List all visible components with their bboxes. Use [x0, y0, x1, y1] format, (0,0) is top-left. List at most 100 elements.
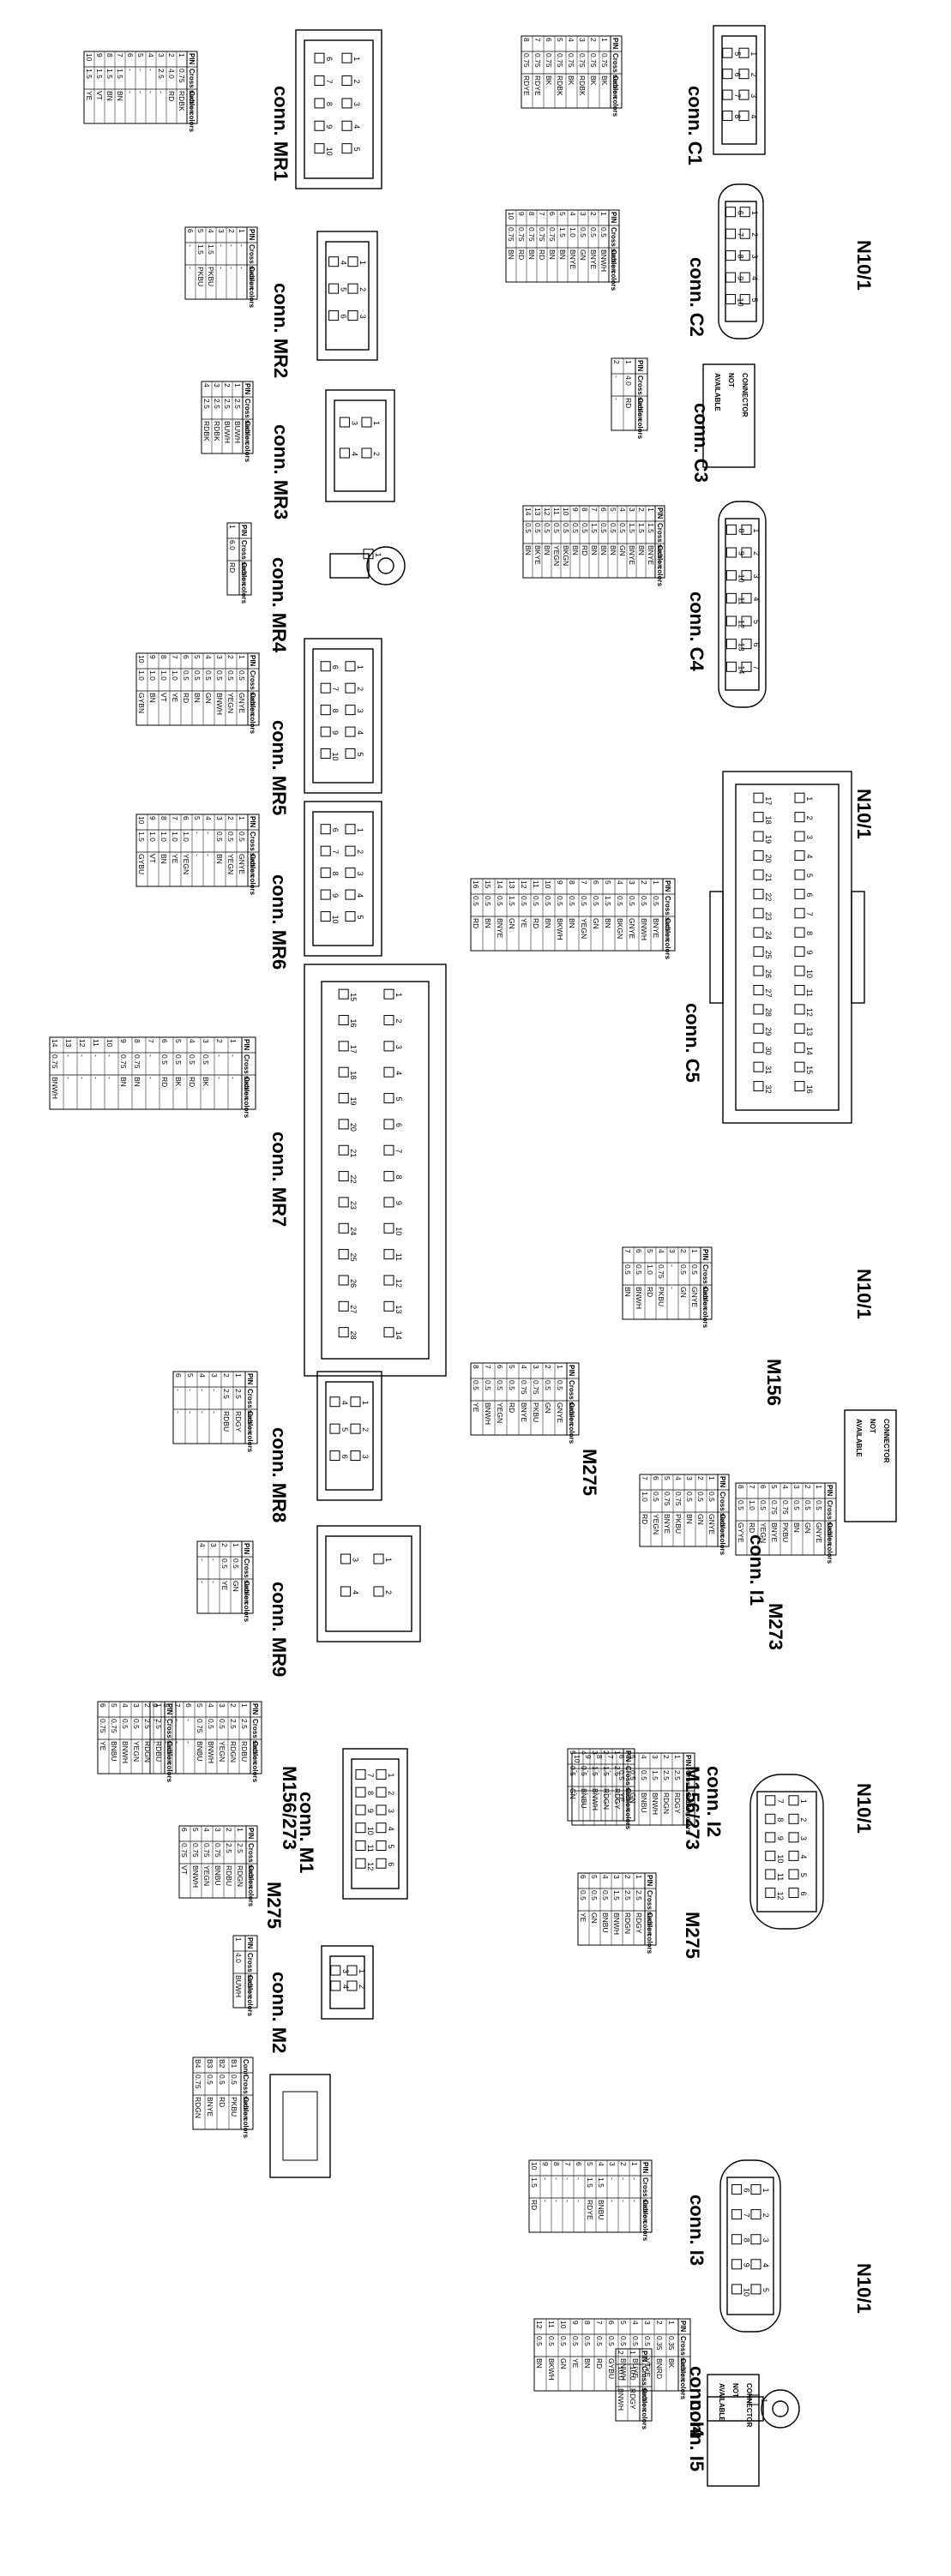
- pin-cavity: [320, 682, 331, 694]
- pin-number: 6: [387, 1862, 395, 1866]
- table-cell: GN: [629, 1792, 637, 1804]
- not-available-text: NOT: [869, 1419, 876, 1433]
- table-cell: 2.5: [202, 399, 211, 409]
- table-cell: 0.5: [230, 2075, 238, 2085]
- pin-cavity: [765, 1887, 776, 1898]
- column-header: Cross section: [641, 2366, 648, 2411]
- table-cell: BNBU: [640, 1792, 648, 1813]
- table-cell: -: [238, 267, 246, 269]
- table-cell: BN: [543, 545, 551, 555]
- pin-cavity: [376, 1822, 387, 1834]
- section-label-n10-1: N10/1: [853, 2263, 875, 2314]
- table-cell: 2.5: [154, 1719, 163, 1729]
- column-header: PIN: [246, 1373, 254, 1385]
- table-cell: 0.5: [215, 670, 224, 681]
- table-cell: 4: [657, 1249, 665, 1253]
- pin-cavity: [741, 547, 752, 558]
- table-cell: 0.5: [579, 227, 587, 237]
- pin-number: 18: [349, 1071, 358, 1079]
- pin-cavity: [794, 888, 805, 899]
- pin-cavity: [739, 294, 750, 305]
- table-cell: 1.5: [597, 2177, 605, 2188]
- pin-number: 3: [361, 1455, 370, 1459]
- pin-cavity: [341, 75, 352, 87]
- pin-cavity: [722, 69, 733, 80]
- pin-cavity: [383, 1144, 394, 1156]
- table-cell: 2.5: [223, 399, 232, 409]
- table-cell: 4: [640, 1755, 648, 1759]
- column-header: PIN: [248, 229, 256, 241]
- table-cell: 1: [228, 525, 237, 529]
- table-cell: -: [204, 854, 213, 856]
- table-cell: 0.5: [635, 1264, 643, 1275]
- table-cell: BNYE: [589, 249, 598, 269]
- table-cell: BNWH: [121, 1741, 129, 1763]
- pin-number: 7: [805, 912, 814, 916]
- table-cell: RDBK: [202, 421, 211, 441]
- pin-number: 5: [352, 147, 361, 152]
- table-cell: 0.5: [631, 2336, 640, 2346]
- pin-number: 4: [394, 1071, 403, 1075]
- table-cell: 0.75: [191, 1843, 200, 1858]
- mr2-table-border: [184, 226, 258, 300]
- pin-number: 5: [394, 1097, 403, 1102]
- pin-cavity: [338, 1119, 349, 1130]
- table-cell: 4: [207, 1703, 215, 1708]
- pin-cavity: [725, 547, 737, 558]
- mr8-label: conn. MR8: [268, 1427, 290, 1522]
- pin-number: 29: [764, 1027, 773, 1036]
- pin-number: 27: [764, 988, 773, 997]
- pin-cavity: [725, 639, 737, 650]
- table-cell: -: [126, 69, 135, 71]
- pin-number: 6: [331, 665, 340, 670]
- table-cell: 1: [624, 360, 633, 364]
- table-cell: 0.5: [532, 896, 540, 906]
- table-cell: 6: [592, 880, 600, 885]
- table-cell: -: [209, 1558, 218, 1561]
- table-cell: 1.0: [148, 832, 157, 842]
- column-header: PIN: [568, 1365, 575, 1377]
- pin-number: 3: [805, 835, 814, 839]
- table-cell: 3: [532, 1365, 540, 1369]
- column-header: PIN: [656, 507, 664, 519]
- table-cell: 1.0: [137, 670, 146, 681]
- table-cell: BN: [105, 91, 114, 101]
- table-cell: 1: [599, 212, 608, 216]
- table-cell: RD: [646, 1287, 654, 1297]
- pin-number: 9: [331, 730, 340, 735]
- table-cell: 2.5: [234, 1389, 243, 1399]
- table-cell: 6: [607, 2321, 616, 2325]
- column-header: Cross section: [166, 1719, 173, 1764]
- pin-cavity: [345, 911, 356, 922]
- table-cell: 8: [737, 1485, 745, 1489]
- table-cell: 0.5: [652, 896, 660, 906]
- pin-cavity: [794, 984, 805, 995]
- pin-number: 12: [776, 1891, 785, 1900]
- c1-label: conn. C1: [684, 86, 706, 165]
- pin-cavity: [725, 570, 737, 581]
- table-cell: RD: [228, 562, 237, 573]
- column-header: Cable colors: [641, 2388, 648, 2430]
- table-cell: 0.5: [628, 896, 636, 906]
- column-header: Cable colors: [684, 1792, 692, 1834]
- pin-number: 13: [737, 643, 745, 652]
- pin-number: 8: [394, 1175, 403, 1180]
- table-cell: 1.0: [182, 832, 190, 842]
- pin-number: 8: [331, 872, 340, 876]
- table-cell: 4: [781, 1485, 790, 1489]
- pin-cavity: [361, 417, 372, 428]
- pin-number: 26: [349, 1279, 358, 1288]
- column-header: Cross section: [684, 1770, 692, 1816]
- pin-cavity: [794, 1061, 805, 1072]
- pin-cavity: [376, 1804, 387, 1816]
- table-cell: BN: [558, 249, 567, 260]
- table-cell: -: [105, 1054, 114, 1057]
- pin-cavity: [765, 1795, 776, 1806]
- table-cell: 1.0: [748, 1500, 756, 1510]
- pin-number: 5: [752, 620, 761, 624]
- pin-number: 4: [350, 452, 358, 456]
